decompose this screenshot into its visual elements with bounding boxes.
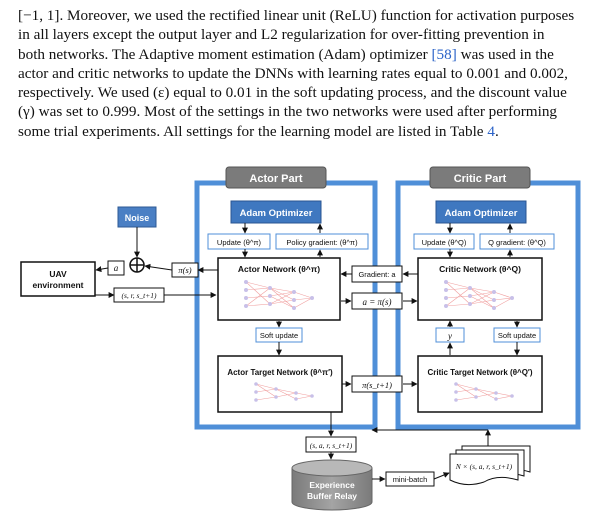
uav-label-line1: UAV <box>49 269 67 279</box>
experience-label-line1: Experience <box>309 480 355 490</box>
noise-label: Noise <box>125 213 150 223</box>
actor-target-label: Actor Target Network (θ^π′) <box>227 368 333 377</box>
uav-environment-box <box>20 261 96 297</box>
experience-label-line2: Buffer Relay <box>307 491 357 501</box>
sars-label: (s, a, r, s_t+1) <box>310 441 353 450</box>
actor-network-label: Actor Network (θ^π) <box>238 264 320 274</box>
table-link[interactable]: 4 <box>487 122 495 140</box>
pi-s-label: π(s) <box>178 265 191 275</box>
actor-target-box <box>217 355 343 413</box>
srs-label: (s, r, s_t+1) <box>121 291 157 300</box>
a-eq-pi-box <box>351 292 403 310</box>
experience-buffer-cylinder <box>291 459 373 511</box>
para-line-7: some trial experiments. All settings for… <box>18 122 598 141</box>
citation-link[interactable]: [58] <box>431 45 457 63</box>
critic-soft-update-label: Soft update <box>498 331 536 340</box>
actor-network-box <box>217 257 341 321</box>
tuple-stack <box>449 445 531 486</box>
uav-label-line2: environment <box>32 280 83 290</box>
para-line-1: [−1, 1]. Moreover, we used the rectified… <box>18 7 575 24</box>
actor-nn-nodes <box>244 280 314 310</box>
actor-soft-update-label: Soft update <box>260 331 298 340</box>
critic-target-label: Critic Target Network (θ^Q′) <box>428 368 533 377</box>
y-box <box>435 327 465 343</box>
actor-part-tab <box>225 166 327 189</box>
critic-target-nn-nodes <box>454 382 514 402</box>
policy-gradient-label: Policy gradient: (θ^π) <box>286 238 358 247</box>
q-gradient-box <box>479 233 555 250</box>
critic-adam-label: Adam Optimizer <box>445 208 518 219</box>
y-label: y <box>447 331 452 341</box>
actor-update-label: Update (θ^π) <box>217 238 262 247</box>
n-tuples-label: N × (s, a, r, s_t+1) <box>455 462 513 471</box>
pi-st1-box <box>351 375 403 393</box>
critic-update-box <box>413 233 475 250</box>
critic-part-tab <box>429 166 531 189</box>
critic-target-box <box>417 355 543 413</box>
mini-batch-label: mini-batch <box>393 475 428 484</box>
policy-gradient-box <box>275 233 369 250</box>
para-line-2: in all layers except the output layer an… <box>18 26 545 44</box>
critic-part-title: Critic Part <box>454 173 507 185</box>
actor-adam-box <box>230 200 322 224</box>
diagram-arrows <box>95 223 520 482</box>
critic-network-box <box>417 257 543 321</box>
critic-adam-box <box>435 200 527 224</box>
a-eq-pi-label: a = π(s) <box>362 297 391 307</box>
para-line-7-text: some trial experiments. All settings for… <box>18 122 488 140</box>
a-label: a <box>114 263 119 273</box>
actor-update-box <box>207 233 271 250</box>
para-line-3-text: both networks. The Adaptive moment estim… <box>18 45 432 63</box>
critic-nn-nodes <box>444 280 514 310</box>
para-line-5: respectively. We used (ε) equal to 0.01 … <box>18 84 567 102</box>
critic-network-label: Critic Network (θ^Q) <box>439 264 521 274</box>
actor-adam-label: Adam Optimizer <box>240 208 313 219</box>
actor-part-title: Actor Part <box>249 173 303 185</box>
para-line-7-tail: . <box>494 122 499 140</box>
para-line-3-tail: was used in the <box>456 45 554 63</box>
critic-update-label: Update (θ^Q) <box>422 238 467 247</box>
q-gradient-label: Q gradient: (θ^Q) <box>488 238 546 247</box>
pi-st1-label: π(s_t+1) <box>362 380 392 390</box>
para-line-3: both networks. The Adaptive moment estim… <box>18 45 598 64</box>
para-line-4: actor and critic networks to update the … <box>18 64 568 82</box>
body-paragraph: [−1, 1]. Moreover, we used the rectified… <box>18 6 598 141</box>
para-line-6: (γ) was set to 0.999. Most of the settin… <box>18 103 558 121</box>
gradient-a-label: Gradient: a <box>358 270 396 279</box>
actor-target-nn-nodes <box>254 382 314 402</box>
